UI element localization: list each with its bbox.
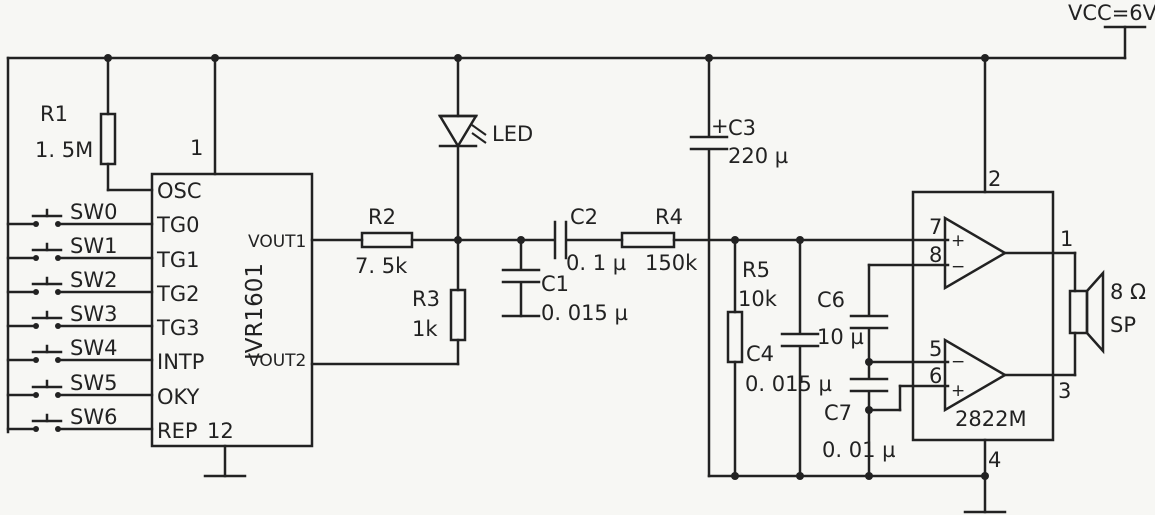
- c2-value: 0. 1 µ: [566, 251, 626, 275]
- r1-value: 1. 5M: [35, 138, 93, 162]
- amp-name: 2822M: [955, 407, 1027, 431]
- r2-value: 7. 5k: [355, 254, 408, 278]
- resistor-r2: R2 7. 5k: [310, 205, 460, 278]
- amp-pin8: 8: [929, 243, 942, 267]
- resistor-r4: R4 150k: [620, 205, 950, 275]
- amp-pin1: 1: [1060, 227, 1073, 251]
- switch-sw3: SW3: [6, 302, 154, 329]
- r1-name: R1: [40, 102, 68, 126]
- opamp1-minus: −: [951, 257, 965, 277]
- c7-value: 0. 01 µ: [822, 438, 895, 462]
- pin-vout2: VOUT2: [248, 351, 306, 371]
- opamp-1: [943, 215, 1008, 291]
- speaker: 8 Ω SP: [1068, 251, 1146, 377]
- opamp2-minus: −: [951, 352, 965, 372]
- capacitor-c4: C4 0. 015 µ: [745, 236, 832, 478]
- ground-rail: [707, 472, 1007, 514]
- c1-value: 0. 015 µ: [541, 301, 628, 325]
- switch-sw4: SW4: [6, 336, 154, 363]
- amp-pin7: 7: [929, 215, 942, 239]
- c6-name: C6: [817, 288, 845, 312]
- junction-led-vcc: [454, 54, 462, 62]
- sw3-label: SW3: [70, 302, 117, 326]
- sw4-label: SW4: [70, 336, 117, 360]
- switch-sw0: SW0: [6, 200, 154, 227]
- pin-intp: INTP: [157, 350, 204, 374]
- pin-rep: REP: [157, 419, 198, 443]
- pin-rep-number: 12: [207, 419, 234, 443]
- pin-tg1: TG1: [156, 248, 199, 272]
- junction-ic1-vcc: [211, 54, 219, 62]
- resistor-r5: R5 10k: [726, 236, 778, 478]
- amp-pin4: 4: [988, 448, 1001, 472]
- r4-value: 150k: [645, 251, 698, 275]
- c2-name: C2: [570, 205, 598, 229]
- capacitor-c6: C6 10 µ: [817, 263, 950, 364]
- r3-name: R3: [412, 287, 440, 311]
- r2-name: R2: [368, 205, 396, 229]
- c6-value: 10 µ: [817, 325, 864, 349]
- c4-name: C4: [746, 342, 774, 366]
- ic-ivr1601: 1 IVR1601 OSC TG0 TG1 TG2 TG3 INTP OKY R…: [150, 56, 314, 478]
- sw1-label: SW1: [70, 234, 117, 258]
- sw6-label: SW6: [70, 405, 117, 429]
- capacitor-c1: C1 0. 015 µ: [501, 238, 628, 325]
- capacitor-c2: C2 0. 1 µ: [456, 205, 626, 275]
- c4-value: 0. 015 µ: [745, 372, 832, 396]
- c3-value: 220 µ: [728, 144, 788, 168]
- sw0-label: SW0: [70, 200, 117, 224]
- led: LED: [437, 56, 533, 292]
- r5-name: R5: [742, 258, 770, 282]
- c7-name: C7: [824, 401, 852, 425]
- opamp2-plus: +: [951, 381, 965, 401]
- pin-osc: OSC: [157, 179, 202, 203]
- resistor-r1: R1 1. 5M: [35, 56, 154, 192]
- c3-name: C3: [728, 116, 756, 140]
- amp-pin3: 3: [1058, 379, 1071, 403]
- pin-vout1: VOUT1: [248, 232, 306, 252]
- pin-tg0: TG0: [156, 213, 199, 237]
- opamp1-plus: +: [951, 231, 965, 251]
- amp-2822m: 2 4 2822M 7 8 + − 1 5 6 − + 3: [911, 56, 1077, 478]
- opamp-2: [943, 337, 1008, 413]
- junction-r1-vcc: [104, 54, 112, 62]
- switch-sw6: SW6: [6, 405, 154, 432]
- junction-c3-vcc: [705, 54, 713, 62]
- amp-pin6: 6: [929, 364, 942, 388]
- led-label: LED: [492, 122, 533, 146]
- speaker-value: 8 Ω: [1110, 280, 1146, 304]
- vcc-label: VCC=6V: [1068, 1, 1155, 25]
- r4-name: R4: [655, 205, 683, 229]
- amp-pin2: 2: [988, 167, 1001, 191]
- r3-value: 1k: [412, 317, 438, 341]
- pin-tg2: TG2: [156, 282, 199, 306]
- pin-tg3: TG3: [156, 316, 199, 340]
- ic1-pin1-label: 1: [190, 136, 203, 160]
- amp-pin5: 5: [929, 337, 942, 361]
- c3-polarity: +: [711, 114, 729, 138]
- switch-sw2: SW2: [6, 268, 154, 295]
- r5-value: 10k: [738, 287, 778, 311]
- c1-name: C1: [541, 272, 569, 296]
- ic1-name: IVR1601: [242, 263, 268, 360]
- switch-sw5: SW5: [6, 371, 154, 398]
- sw2-label: SW2: [70, 268, 117, 292]
- pin-oky: OKY: [157, 385, 200, 409]
- vcc-rail: VCC=6V: [6, 1, 1155, 60]
- resistor-r3: R3 1k: [310, 287, 467, 366]
- capacitor-c7: C7 0. 01 µ: [822, 360, 895, 478]
- capacitor-c3: + C3 220 µ: [689, 56, 788, 478]
- switch-sw1: SW1: [6, 234, 154, 261]
- speaker-name: SP: [1110, 313, 1136, 337]
- sw5-label: SW5: [70, 371, 117, 395]
